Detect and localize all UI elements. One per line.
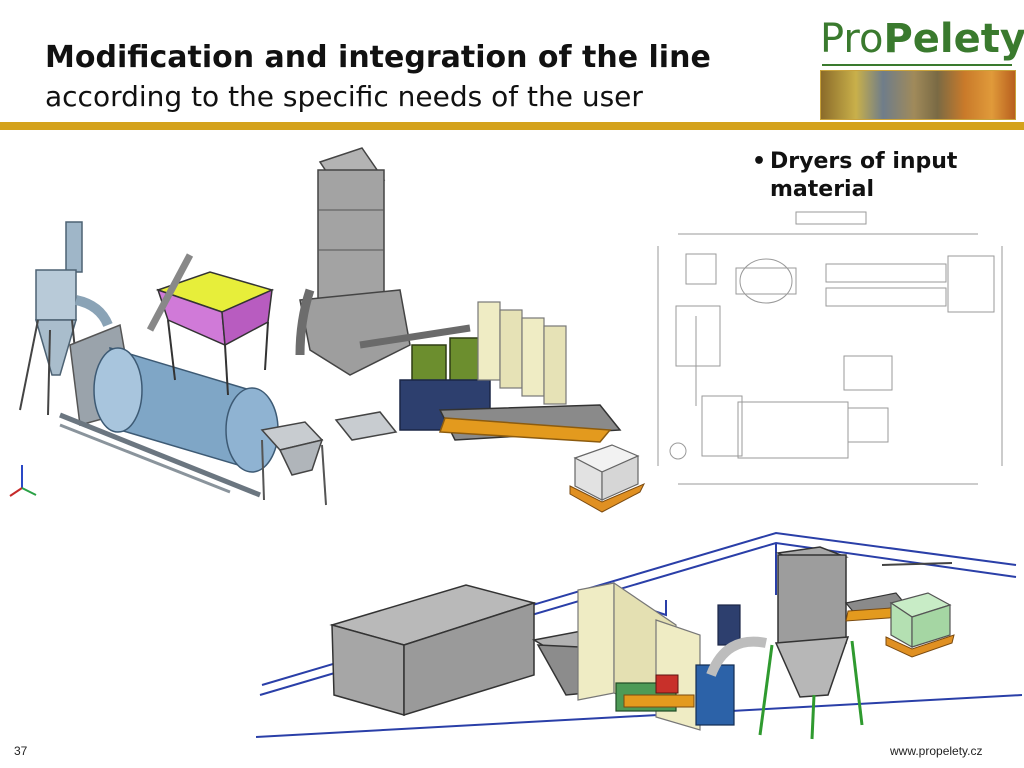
- logo-wordmark: ProPelety: [820, 14, 1024, 64]
- silo-bottom: [758, 546, 864, 740]
- mill-machinery: [615, 604, 767, 726]
- rotary-drum-dryer: [59, 323, 279, 498]
- logo-pro: Pro: [820, 16, 884, 62]
- grey-container: [329, 584, 537, 717]
- bullet-item: Dryers of input material: [770, 149, 958, 202]
- bagging-unit: [844, 562, 955, 658]
- bullet-dot-icon: •: [752, 149, 767, 174]
- slide-subtitle: according to the specific needs of the u…: [45, 80, 643, 113]
- screen-panels: [477, 301, 567, 405]
- storage-silo: [295, 147, 471, 376]
- logo-underline: [822, 64, 1012, 66]
- title-divider: [0, 122, 1024, 130]
- dosing-hoppers: [260, 411, 398, 506]
- technical-drawing: [657, 211, 1003, 485]
- feed-hopper: [146, 253, 275, 396]
- propelety-logo: ProPelety: [820, 14, 1024, 120]
- layout-3d-render: [256, 531, 1022, 740]
- logo-photo-strip: [820, 70, 1016, 120]
- logo-pelety: Pelety: [883, 16, 1024, 62]
- page-number: 37: [14, 744, 28, 758]
- slide-title: Modification and integration of the line: [45, 40, 711, 75]
- cyclone-separator: [19, 221, 113, 416]
- pellet-bag-pallet: [569, 444, 646, 513]
- pellet-mills: [399, 337, 622, 443]
- axis-gizmo-icon: [9, 465, 37, 497]
- line-3d-render: [9, 147, 646, 513]
- website-url: www.propelety.cz: [890, 744, 983, 758]
